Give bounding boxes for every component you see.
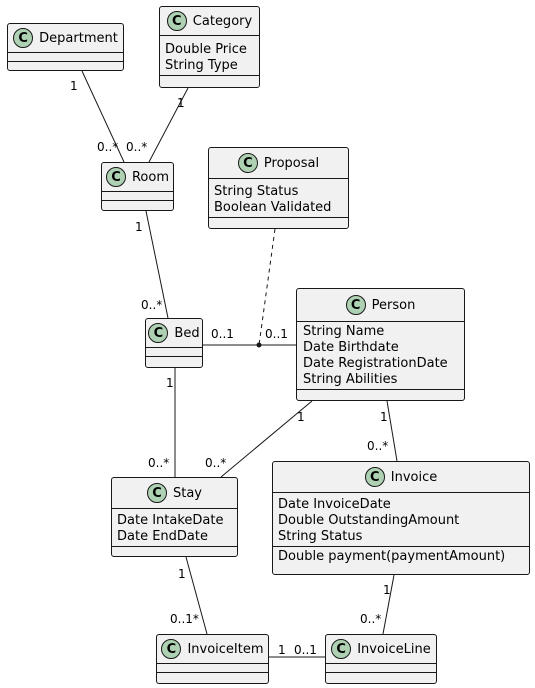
edge-category-room bbox=[148, 87, 189, 163]
attribute: Date InvoiceDate bbox=[278, 497, 391, 512]
multiplicity-label: 0..* bbox=[360, 612, 382, 626]
class-person[interactable]: C Person String Name Date Birthdate Date … bbox=[296, 288, 465, 401]
class-invoiceitem[interactable]: C InvoiceItem bbox=[156, 634, 269, 684]
class-icon: C bbox=[105, 167, 126, 187]
multiplicity-label: 0..* bbox=[126, 140, 148, 154]
multiplicity-label: 0..* bbox=[148, 456, 170, 470]
attributes-section bbox=[146, 347, 202, 356]
attributes-section: String Status Boolean Validated bbox=[209, 178, 348, 217]
methods-section bbox=[326, 672, 436, 681]
edge-person-invoice bbox=[386, 400, 398, 462]
class-name: Proposal bbox=[263, 155, 320, 171]
edge-invoice-invoiceline bbox=[382, 574, 395, 635]
class-icon: C bbox=[166, 11, 187, 31]
methods-section bbox=[209, 217, 348, 226]
class-icon: C bbox=[331, 639, 352, 659]
methods-section bbox=[157, 672, 268, 681]
class-name: Bed bbox=[174, 325, 200, 341]
class-icon: C bbox=[161, 639, 182, 659]
multiplicity-label: 1 bbox=[383, 583, 391, 597]
attribute: Double OutstandingAmount bbox=[278, 513, 460, 528]
attribute: Double Price bbox=[165, 42, 247, 57]
methods-section bbox=[102, 200, 173, 209]
class-category[interactable]: C Category Double Price String Type bbox=[159, 6, 260, 88]
attribute: Boolean Validated bbox=[214, 200, 332, 215]
class-icon: C bbox=[345, 295, 366, 315]
methods-section bbox=[297, 389, 464, 398]
edge-proposal-association bbox=[258, 228, 276, 346]
methods-section bbox=[112, 546, 237, 555]
multiplicity-label: 1 bbox=[297, 410, 305, 424]
class-name: Person bbox=[371, 297, 416, 313]
multiplicity-label: 1 bbox=[135, 220, 143, 234]
method: Double payment(paymentAmount) bbox=[278, 549, 506, 564]
attribute: Date RegistrationDate bbox=[303, 356, 448, 371]
class-icon: C bbox=[364, 467, 385, 487]
class-name: Category bbox=[192, 13, 253, 29]
class-icon: C bbox=[13, 28, 34, 48]
attribute: Date IntakeDate bbox=[117, 513, 224, 528]
multiplicity-label: 0..1* bbox=[170, 612, 199, 626]
methods-section bbox=[146, 356, 202, 365]
attributes-section: Double Price String Type bbox=[160, 35, 259, 75]
attributes-section bbox=[102, 191, 173, 200]
attribute: String Type bbox=[165, 58, 238, 73]
class-department[interactable]: C Department bbox=[7, 23, 124, 71]
class-room[interactable]: C Room bbox=[101, 162, 174, 211]
class-name: Stay bbox=[172, 485, 202, 501]
attributes-section bbox=[157, 663, 268, 672]
multiplicity-label: 0..1 bbox=[265, 327, 288, 341]
multiplicity-label: 1 bbox=[177, 96, 185, 110]
multiplicity-label: 0..1 bbox=[294, 643, 317, 657]
class-invoiceline[interactable]: C InvoiceLine bbox=[325, 634, 437, 684]
methods-section bbox=[8, 61, 123, 70]
class-proposal[interactable]: C Proposal String Status Boolean Validate… bbox=[208, 147, 349, 229]
class-name: InvoiceItem bbox=[187, 641, 264, 657]
edge-room-bed bbox=[145, 210, 169, 319]
class-icon: C bbox=[148, 323, 169, 343]
attribute: Date EndDate bbox=[117, 529, 208, 544]
class-name: InvoiceLine bbox=[357, 641, 431, 657]
class-bed[interactable]: C Bed bbox=[145, 318, 203, 368]
attributes-section bbox=[326, 663, 436, 672]
multiplicity-label: 0..* bbox=[205, 456, 227, 470]
attributes-section: String Name Date Birthdate Date Registra… bbox=[297, 321, 464, 389]
class-icon: C bbox=[146, 483, 167, 503]
attributes-section bbox=[8, 52, 123, 61]
class-name: Department bbox=[39, 30, 118, 46]
multiplicity-label: 0..* bbox=[367, 439, 389, 453]
multiplicity-label: 1 bbox=[380, 410, 388, 424]
attribute: String Name bbox=[303, 324, 385, 339]
attributes-section: Date InvoiceDate Double OutstandingAmoun… bbox=[273, 492, 529, 546]
multiplicity-label: 0..* bbox=[141, 298, 163, 312]
association-point bbox=[256, 342, 262, 348]
attribute: Date Birthdate bbox=[303, 340, 399, 355]
edge-person-stay bbox=[220, 400, 313, 478]
methods-section bbox=[160, 75, 259, 84]
edge-stay-invoiceitem bbox=[185, 556, 208, 635]
methods-section: Double payment(paymentAmount) bbox=[273, 546, 529, 566]
attributes-section: Date IntakeDate Date EndDate bbox=[112, 508, 237, 546]
class-name: Room bbox=[131, 169, 170, 185]
multiplicity-label: 0..1 bbox=[211, 327, 234, 341]
attribute: String Status bbox=[214, 184, 299, 199]
edge-department-room bbox=[81, 70, 125, 163]
class-invoice[interactable]: C Invoice Date InvoiceDate Double Outstan… bbox=[272, 461, 530, 575]
attribute: String Status bbox=[278, 529, 363, 544]
attribute: String Abilities bbox=[303, 372, 398, 387]
class-name: Invoice bbox=[390, 469, 438, 485]
multiplicity-label: 1 bbox=[70, 79, 78, 93]
multiplicity-label: 0..* bbox=[97, 140, 119, 154]
class-icon: C bbox=[237, 153, 258, 173]
class-stay[interactable]: C Stay Date IntakeDate Date EndDate bbox=[111, 477, 238, 557]
multiplicity-label: 1 bbox=[166, 376, 174, 390]
multiplicity-label: 1 bbox=[178, 567, 186, 581]
multiplicity-label: 1 bbox=[278, 643, 286, 657]
